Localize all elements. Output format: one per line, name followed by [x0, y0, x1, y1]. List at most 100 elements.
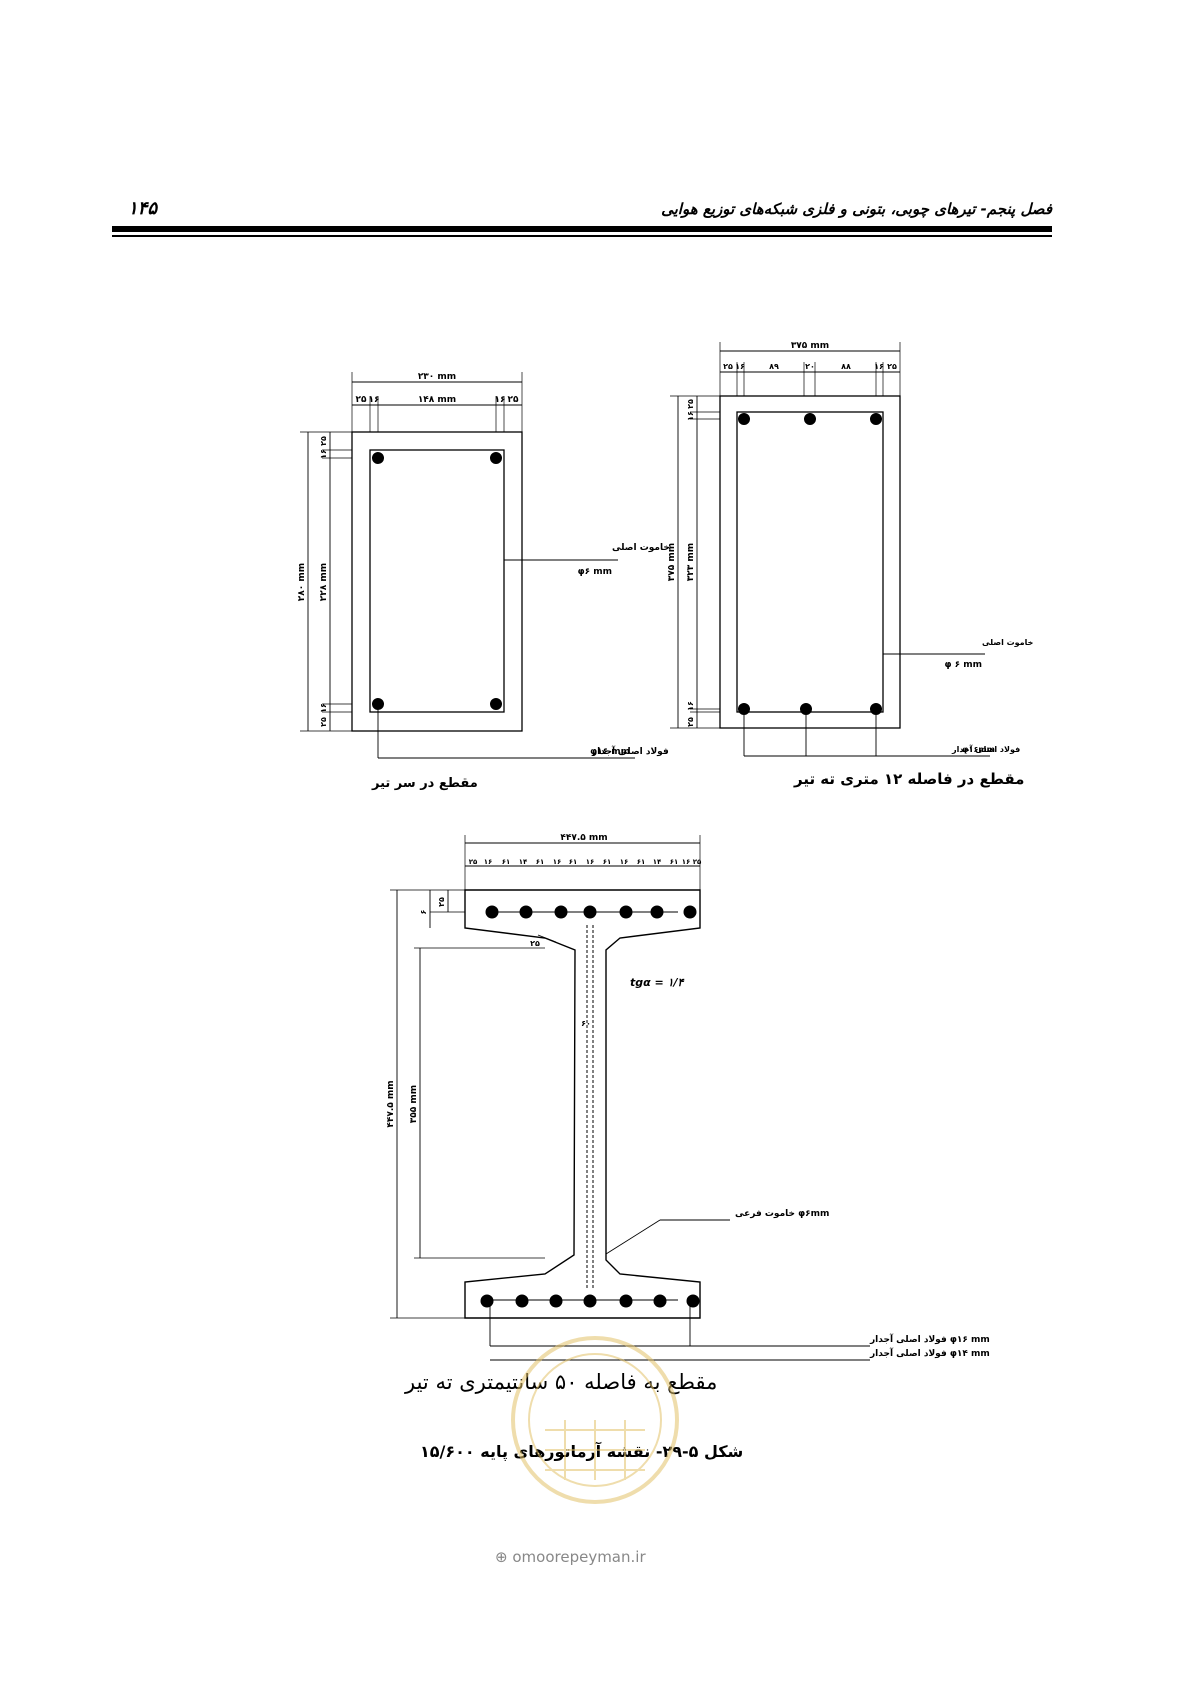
chapter-title: فصل پنجم- تیرهای چوبی، بتونی و فلزی شبکه… — [661, 200, 1052, 218]
rebar-dot — [372, 452, 384, 464]
dim-label: ۲۵ — [686, 399, 695, 409]
dim-label: ۲۵ — [723, 362, 733, 371]
dim-label: ۲۵ — [469, 858, 478, 866]
section-c-height-inner: ۳۵۵ mm — [409, 1085, 419, 1123]
watermark-logo — [511, 1336, 679, 1504]
dim-label: ۸۸ — [841, 362, 851, 371]
rebar-dot — [738, 703, 750, 715]
rebar2-label: φ۱۴ mm فولاد اصلی آجدار — [869, 1347, 990, 1359]
section-b-height-inner: ۳۲۳ mm — [686, 543, 696, 581]
rebar-dot — [480, 1294, 494, 1308]
section-c-width-total: ۴۴۷.۵ mm — [560, 833, 607, 843]
dim-label: ۱۶ — [686, 701, 695, 711]
dim-label: ۱۶ — [586, 858, 595, 866]
rebar-dot — [549, 1294, 563, 1308]
dim-label: ۱۶ — [682, 858, 691, 866]
section-b-height-total: ۳۷۵ mm — [667, 543, 677, 581]
section-c — [390, 835, 870, 1361]
taper-label: tgα = ۱/۴ — [630, 976, 684, 989]
page-number: ۱۴۵ — [128, 198, 158, 219]
dim-label: ۲۵ — [356, 395, 367, 405]
section-b-rebar-label: فولاد اصلی آجدار — [951, 744, 1020, 754]
rebar-dot — [372, 698, 384, 710]
sub-stirrup-label: φ۶mm خاموت فرعی — [735, 1209, 829, 1219]
rebar-dot — [870, 703, 882, 715]
dim-label: ۲۵ — [437, 897, 446, 907]
dim-label: ۱۶ — [553, 858, 562, 866]
section-b-rebar-size: φ۱۶mm — [962, 745, 995, 754]
dim-label: ۲۵ — [693, 858, 702, 866]
section-a-stirrup-label: خاموت اصلی — [612, 543, 670, 553]
dim-label: ۱۶ — [495, 395, 506, 405]
dim-label: ۱۴ — [653, 858, 662, 866]
section-a-rebar-size: φ۱۶ mm — [590, 747, 630, 757]
rebar-dot — [653, 1294, 667, 1308]
dim-label: ۱۴۸ mm — [418, 395, 456, 405]
section-a — [300, 372, 635, 759]
dim-label: ۲۵ — [319, 717, 328, 727]
section-b-stirrup-label: خاموت اصلی — [982, 638, 1034, 647]
section-a-caption: مقطع در سر تیر — [372, 776, 478, 791]
section-a-outline — [351, 431, 523, 732]
dim-label: ۶۱ — [637, 858, 646, 866]
rebar1-label: φ۱۶ mm فولاد اصلی آجدار — [869, 1333, 990, 1345]
i-beam-outline — [464, 889, 701, 1319]
site-url: omoorepeyman.ir — [512, 1548, 646, 1566]
dim-label: ۸۹ — [769, 362, 779, 371]
section-c-caption: مقطع به فاصله ۵۰ سانتیمتری ته تیر — [405, 1370, 718, 1394]
rebar-dot — [804, 413, 816, 425]
dim-label: ۱۶ — [735, 362, 745, 371]
rebar-dot — [485, 905, 499, 919]
site-credit: ⊕ omoorepeyman.ir — [495, 1548, 646, 1566]
dim-label: ۶۱ — [536, 858, 545, 866]
rebar-dot — [619, 1294, 633, 1308]
section-a-stirrup-size: φ۶ mm — [578, 567, 612, 577]
rebar-dot — [519, 905, 533, 919]
header-rule-thin — [112, 235, 1052, 237]
rebar-dot — [583, 1294, 597, 1308]
dim-label: ۶۱ — [670, 858, 679, 866]
section-b — [670, 342, 990, 757]
rebar-dot — [683, 905, 697, 919]
dim-label: ۱۶ — [484, 858, 493, 866]
globe-icon: ⊕ — [495, 1548, 508, 1566]
dim-label: ۶ — [419, 909, 428, 914]
section-b-stirrup-size: φ ۶ mm — [944, 660, 982, 670]
dim-label: ۱۶ — [874, 362, 884, 371]
rebar-dot — [490, 452, 502, 464]
dim-label: ۱۶ — [686, 411, 695, 421]
section-a-height-total: ۲۸۰ mm — [297, 563, 307, 601]
dim-label: ۱۶ — [319, 449, 328, 459]
header-rule — [112, 226, 1052, 232]
section-a-width-total: ۲۳۰ mm — [418, 372, 456, 382]
web-label: ۶۰ — [581, 1019, 591, 1028]
rebar-dot — [583, 905, 597, 919]
rebar-dot — [490, 698, 502, 710]
section-b-outline — [719, 395, 901, 729]
rebar-dot — [800, 703, 812, 715]
dim-label: ۲۵ — [686, 717, 695, 727]
rebar-dot — [686, 1294, 700, 1308]
dim-label: ۲۰ — [805, 362, 815, 371]
dim-label: ۲۵ — [887, 362, 897, 371]
dim-label: ۶۱ — [502, 858, 511, 866]
dim-label: ۲۵ — [508, 395, 519, 405]
dim-label: ۱۴ — [519, 858, 528, 866]
dim-label: ۲۵ — [319, 436, 328, 446]
rebar-dot — [870, 413, 882, 425]
section-a-rebar-label: فولاد اصلی آجدار — [591, 745, 669, 757]
rebar-dot — [650, 905, 664, 919]
section-a-height-inner: ۲۲۸ mm — [319, 563, 329, 601]
rebar-dot — [738, 413, 750, 425]
section-b-caption: مقطع در فاصله ۱۲ متری ته تیر — [794, 770, 1025, 788]
section-b-stirrup — [736, 411, 884, 713]
section-b-width-total: ۳۷۵ mm — [791, 341, 829, 351]
section-c-height-total: ۴۴۷.۵ mm — [386, 1080, 396, 1127]
fillet-label: ۲۵ — [530, 939, 540, 948]
rebar-dot — [515, 1294, 529, 1308]
dim-label: ۱۶ — [319, 703, 328, 713]
dim-label: ۶۱ — [569, 858, 578, 866]
dim-label: ۱۶ — [369, 395, 380, 405]
rebar-dot — [619, 905, 633, 919]
